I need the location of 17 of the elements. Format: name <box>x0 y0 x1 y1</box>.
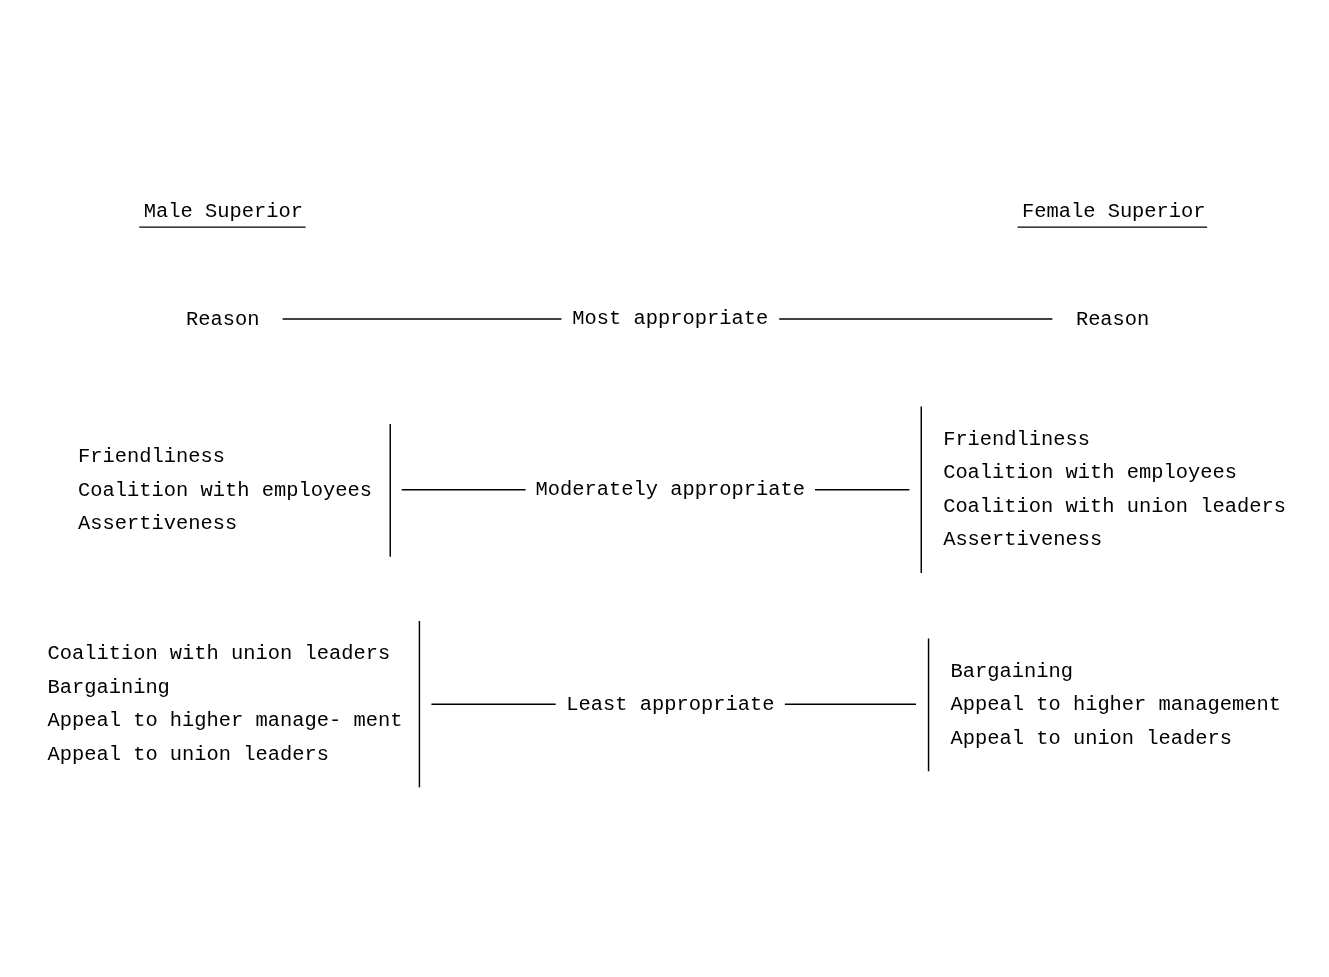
node-text: Least appropriate <box>566 692 775 716</box>
connector <box>430 702 557 705</box>
node-text: Reason <box>186 307 260 331</box>
connector <box>778 317 1054 320</box>
node-text: Reason <box>1075 307 1150 331</box>
node-text: Coalition with union leaders Bargaining Appeal to higher manage- ment Appeal to union leaders <box>47 641 403 766</box>
connector <box>814 488 911 490</box>
node-text: Friendliness Coalition with employees Assertiveness <box>78 444 372 535</box>
node-text: Friendliness Coalition with employees Coalition with union leaders Assertiveness <box>943 427 1287 551</box>
node-text: Bargaining Appeal to higher management Appeal to union leaders <box>950 659 1282 750</box>
connector <box>281 317 563 320</box>
connector <box>784 702 917 705</box>
node-text: Moderately appropriate <box>535 477 806 501</box>
label: Female Superior <box>1021 199 1206 223</box>
node-text: Most appropriate <box>572 306 769 330</box>
connector <box>400 488 527 490</box>
label: Male Superior <box>143 199 303 223</box>
